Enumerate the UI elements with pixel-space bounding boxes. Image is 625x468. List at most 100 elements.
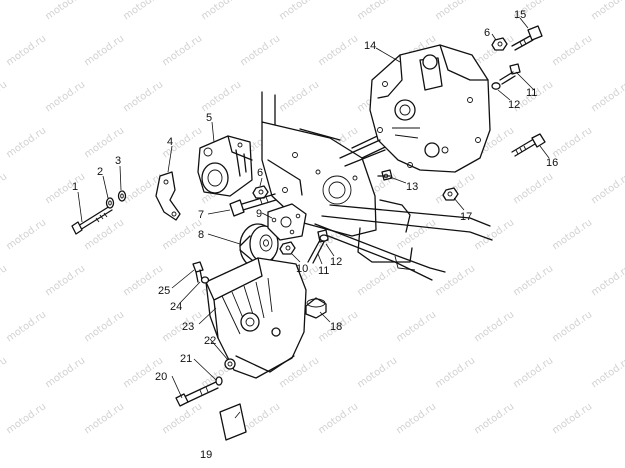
watermark-text: motod.ru xyxy=(394,217,438,252)
watermark-text: motod.ru xyxy=(277,0,321,22)
callout-12-center: 12 xyxy=(330,256,342,268)
watermark-text: motod.ru xyxy=(4,309,48,344)
plate-9 xyxy=(267,203,307,241)
watermark-text: motod.ru xyxy=(394,401,438,436)
callout-13: 13 xyxy=(406,181,418,193)
callout-7: 7 xyxy=(198,209,204,221)
watermark-text: motod.ru xyxy=(394,309,438,344)
callout-1: 1 xyxy=(72,181,78,193)
bolt-11-right xyxy=(499,63,521,85)
bolt-20 xyxy=(175,381,219,407)
watermark-text: motod.ru xyxy=(0,355,9,390)
watermark-text: motod.ru xyxy=(355,263,399,298)
callout-9: 9 xyxy=(256,208,262,220)
bolt-15 xyxy=(511,25,543,51)
screw-13 xyxy=(377,169,393,181)
washer-24 xyxy=(200,276,210,284)
watermark-text: motod.ru xyxy=(82,309,126,344)
watermark-text: motod.ru xyxy=(550,309,594,344)
callout-23: 23 xyxy=(182,321,194,333)
nut-17 xyxy=(442,187,459,201)
watermark-text: motod.ru xyxy=(4,217,48,252)
watermark-text: motod.ru xyxy=(511,263,555,298)
watermark-text: motod.ru xyxy=(43,79,87,114)
watermark-text: motod.ru xyxy=(511,171,555,206)
watermark-text: motod.ru xyxy=(4,33,48,68)
nut-6-right xyxy=(491,37,508,51)
callout-16: 16 xyxy=(546,157,558,169)
watermark-text: motod.ru xyxy=(511,355,555,390)
washer-22 xyxy=(224,358,236,370)
gearbox-14 xyxy=(339,44,491,173)
watermark-text: motod.ru xyxy=(433,263,477,298)
callout-11-center: 11 xyxy=(318,265,329,277)
watermark-text: motod.ru xyxy=(82,401,126,436)
watermark-text: motod.ru xyxy=(43,355,87,390)
watermark-text: motod.ru xyxy=(43,171,87,206)
callout-14: 14 xyxy=(364,40,376,52)
motor-5 xyxy=(197,135,253,197)
callout-15: 15 xyxy=(514,9,526,21)
watermark-text: motod.ru xyxy=(199,0,243,22)
watermark-text: motod.ru xyxy=(589,79,625,114)
callout-18: 18 xyxy=(330,321,342,333)
callout-3: 3 xyxy=(115,155,121,167)
watermark-text: motod.ru xyxy=(472,401,516,436)
callout-19: 19 xyxy=(200,449,212,461)
decal-19 xyxy=(219,403,247,441)
callout-5: 5 xyxy=(206,112,212,124)
leader-lines xyxy=(77,17,550,419)
callout-21: 21 xyxy=(180,353,192,365)
watermark-text: motod.ru xyxy=(238,33,282,68)
watermark-text: motod.ru xyxy=(121,0,165,22)
belt-guard-23 xyxy=(205,257,307,379)
bolt-1 xyxy=(71,205,113,235)
callout-2: 2 xyxy=(97,166,103,178)
watermark-text: motod.ru xyxy=(589,171,625,206)
watermark-text: motod.ru xyxy=(550,217,594,252)
bracket-4 xyxy=(155,171,181,221)
washer-21 xyxy=(215,376,223,386)
watermark-text: motod.ru xyxy=(589,263,625,298)
watermark-text: motod.ru xyxy=(433,171,477,206)
watermark-text: motod.ru xyxy=(121,79,165,114)
callout-8: 8 xyxy=(198,229,204,241)
callout-6-left: 6 xyxy=(257,167,263,179)
watermark-text: motod.ru xyxy=(4,401,48,436)
watermark-text: motod.ru xyxy=(550,33,594,68)
callout-22: 22 xyxy=(204,335,216,347)
watermark-text: motod.ru xyxy=(82,217,126,252)
callout-10: 10 xyxy=(296,263,308,275)
watermark-text: motod.ru xyxy=(316,401,360,436)
watermark-text: motod.ru xyxy=(0,79,9,114)
watermark-text: motod.ru xyxy=(589,355,625,390)
nut-10 xyxy=(279,241,296,255)
watermark-text: motod.ru xyxy=(316,33,360,68)
callout-24: 24 xyxy=(170,301,182,313)
watermark-text: motod.ru xyxy=(43,263,87,298)
washer-2 xyxy=(105,197,115,209)
screw-25 xyxy=(192,261,204,283)
callout-11-right: 11 xyxy=(526,87,537,99)
lock-washer-12-right xyxy=(491,82,501,90)
watermark-text: motod.ru xyxy=(0,0,9,22)
watermark-text: motod.ru xyxy=(550,125,594,160)
watermark-text: motod.ru xyxy=(0,263,9,298)
callout-17: 17 xyxy=(460,211,472,223)
watermark-text: motod.ru xyxy=(472,309,516,344)
bolt-16 xyxy=(511,133,546,157)
callout-labels: 1 2 3 4 5 6 7 8 9 10 11 12 13 14 15 6 11… xyxy=(72,9,558,461)
watermark-text: motod.ru xyxy=(589,0,625,22)
callout-20: 20 xyxy=(155,371,167,383)
watermark-text: motod.ru xyxy=(433,355,477,390)
callout-6-right: 6 xyxy=(484,27,490,39)
watermark-text: motod.ru xyxy=(43,0,87,22)
watermark-text: motod.ru xyxy=(199,79,243,114)
watermark-text: motod.ru xyxy=(550,401,594,436)
callout-12-right: 12 xyxy=(508,99,520,111)
watermark-text: motod.ru xyxy=(433,0,477,22)
nut-6-left xyxy=(252,185,269,199)
watermark-text: motod.ru xyxy=(355,0,399,22)
